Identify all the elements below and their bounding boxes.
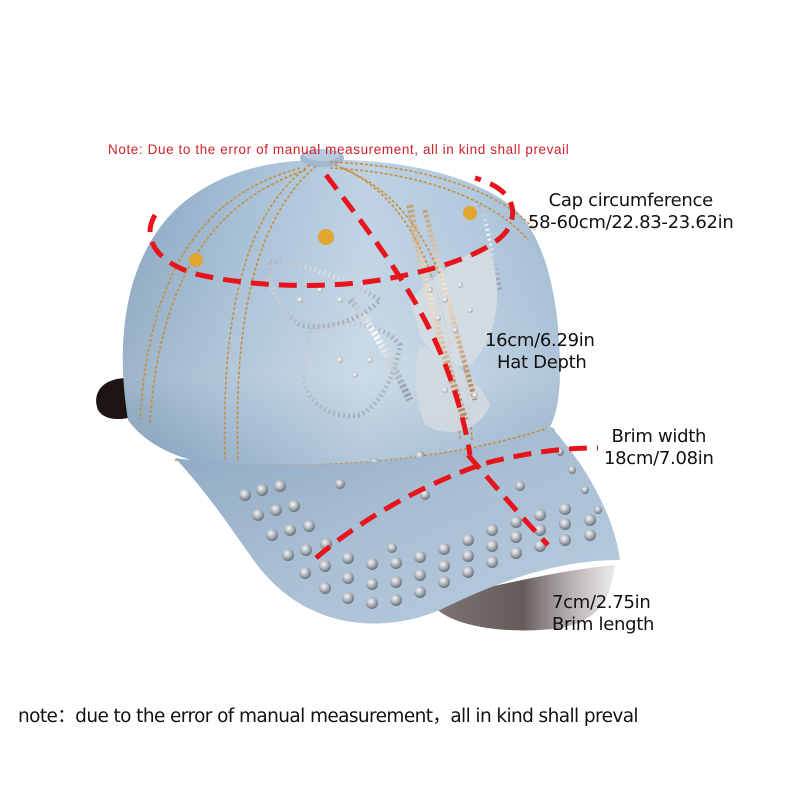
depth-title: Hat Depth	[497, 352, 587, 373]
brim-length-value: 7cm/2.75in	[552, 592, 651, 613]
butterfly-rhinestone-design	[266, 204, 502, 433]
eyelet	[318, 229, 334, 245]
brim-length-title: Brim length	[552, 614, 655, 635]
brim-width-label: Brim width 18cm/7.08in	[604, 426, 714, 470]
measurement-lines	[147, 173, 599, 560]
depth-value: 16cm/6.29in	[485, 330, 595, 351]
brim-width-value: 18cm/7.08in	[604, 448, 714, 469]
circumference-line	[147, 175, 515, 288]
eyelet	[189, 253, 203, 267]
brim-length-label: 7cm/2.75in Brim length	[552, 592, 654, 636]
brim-studs	[239, 448, 602, 609]
brim-width-title: Brim width	[611, 426, 707, 447]
eyelet	[463, 206, 477, 220]
circumference-label: Cap circumference 58-60cm/22.83-23.62in	[528, 190, 734, 234]
bottom-measurement-note: note：due to the error of manual measurem…	[18, 706, 639, 727]
circumference-value: 58-60cm/22.83-23.62in	[528, 212, 734, 233]
top-measurement-note: Note: Due to the error of manual measure…	[108, 142, 570, 157]
brim-length-line	[466, 453, 550, 547]
circumference-title: Cap circumference	[548, 190, 714, 211]
depth-label: 16cm/6.29in Hat Depth	[485, 330, 595, 374]
strap	[96, 378, 128, 420]
cap-brim	[175, 428, 620, 624]
